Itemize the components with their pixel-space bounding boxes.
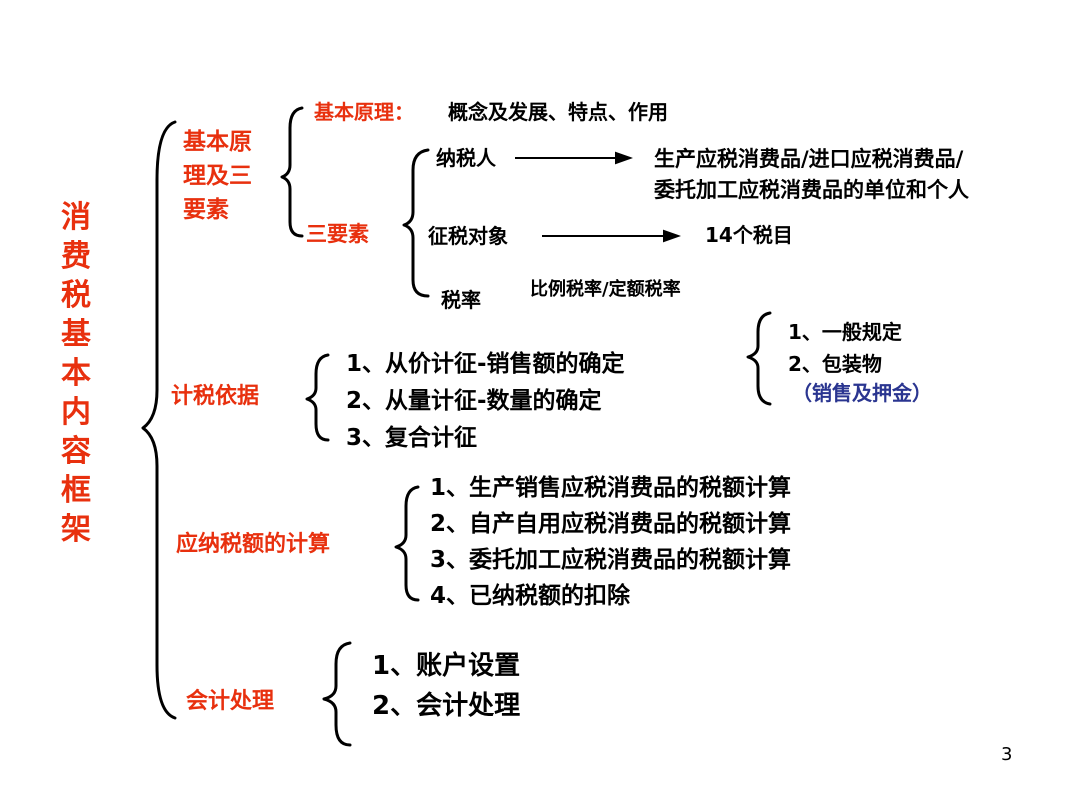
taxpayer-description: 生产应税消费品/进口应税消费品/ 委托加工应税消费品的单位和个人 bbox=[654, 144, 969, 206]
vertical-title: 消 费 税 基 本 内 容 框 架 bbox=[56, 198, 96, 549]
title-char: 本 bbox=[61, 356, 91, 391]
accounting-label: 会计处理 bbox=[186, 689, 275, 714]
principles-label: 基本原 理及三 要素 bbox=[183, 125, 252, 227]
title-char: 费 bbox=[61, 239, 91, 274]
principles-label-line: 要素 bbox=[183, 197, 229, 223]
basis-sub-items: 1、一般规定 2、包装物 bbox=[788, 316, 902, 380]
calculation-label: 应纳税额的计算 bbox=[176, 532, 331, 557]
taxpayer-description-line: 委托加工应税消费品的单位和个人 bbox=[654, 178, 969, 202]
basic-principle-text: 概念及发展、特点、作用 bbox=[448, 100, 668, 124]
tax-rate-label: 税率 bbox=[441, 288, 481, 312]
calculation-item: 2、自产自用应税消费品的税额计算 bbox=[430, 511, 792, 537]
accounting-item: 2、会计处理 bbox=[372, 691, 521, 721]
accounting-item: 1、账户设置 bbox=[372, 651, 521, 681]
title-char: 消 bbox=[61, 200, 91, 235]
basis-brace bbox=[305, 353, 330, 442]
principles-label-line: 理及三 bbox=[183, 163, 252, 189]
title-char: 税 bbox=[61, 278, 91, 313]
basis-item: 3、复合计征 bbox=[346, 425, 478, 451]
tax-object-description: 14个税目 bbox=[705, 223, 793, 247]
main-brace bbox=[141, 120, 177, 720]
title-char: 框 bbox=[61, 473, 91, 508]
three-elements-label: 三要素 bbox=[306, 222, 369, 246]
tax-rate-description: 比例税率/定额税率 bbox=[530, 279, 681, 300]
title-char: 容 bbox=[61, 434, 91, 469]
calculation-items: 1、生产销售应税消费品的税额计算 2、自产自用应税消费品的税额计算 3、委托加工… bbox=[430, 470, 791, 614]
calculation-brace bbox=[394, 485, 420, 602]
basis-sub-item: 1、一般规定 bbox=[788, 320, 902, 344]
title-char: 架 bbox=[61, 512, 91, 547]
basis-label: 计税依据 bbox=[171, 384, 260, 409]
basis-sub-item: 2、包装物 bbox=[788, 352, 882, 376]
taxpayer-label: 纳税人 bbox=[436, 146, 496, 170]
title-char: 内 bbox=[61, 395, 91, 430]
page-number: 3 bbox=[1001, 744, 1013, 765]
calculation-item: 4、已纳税额的扣除 bbox=[430, 583, 631, 609]
basis-sub-brace bbox=[746, 311, 772, 406]
accounting-brace bbox=[322, 641, 352, 747]
principles-label-line: 基本原 bbox=[183, 129, 252, 155]
accounting-items: 1、账户设置 2、会计处理 bbox=[372, 646, 520, 726]
basis-item: 1、从价计征-销售额的确定 bbox=[346, 351, 625, 377]
basis-items: 1、从价计征-销售额的确定 2、从量计征-数量的确定 3、复合计征 bbox=[346, 346, 625, 457]
tax-object-label: 征税对象 bbox=[428, 224, 508, 248]
basic-principle-label: 基本原理： bbox=[314, 100, 414, 124]
taxpayer-description-line: 生产应税消费品/进口应税消费品/ bbox=[654, 147, 964, 171]
calculation-item: 1、生产销售应税消费品的税额计算 bbox=[430, 475, 792, 501]
title-char: 基 bbox=[61, 317, 91, 352]
calculation-item: 3、委托加工应税消费品的税额计算 bbox=[430, 547, 792, 573]
three-elements-brace bbox=[402, 148, 430, 298]
principles-brace bbox=[280, 106, 304, 238]
packaging-note: （销售及押金） bbox=[792, 381, 932, 405]
basis-item: 2、从量计征-数量的确定 bbox=[346, 388, 602, 414]
